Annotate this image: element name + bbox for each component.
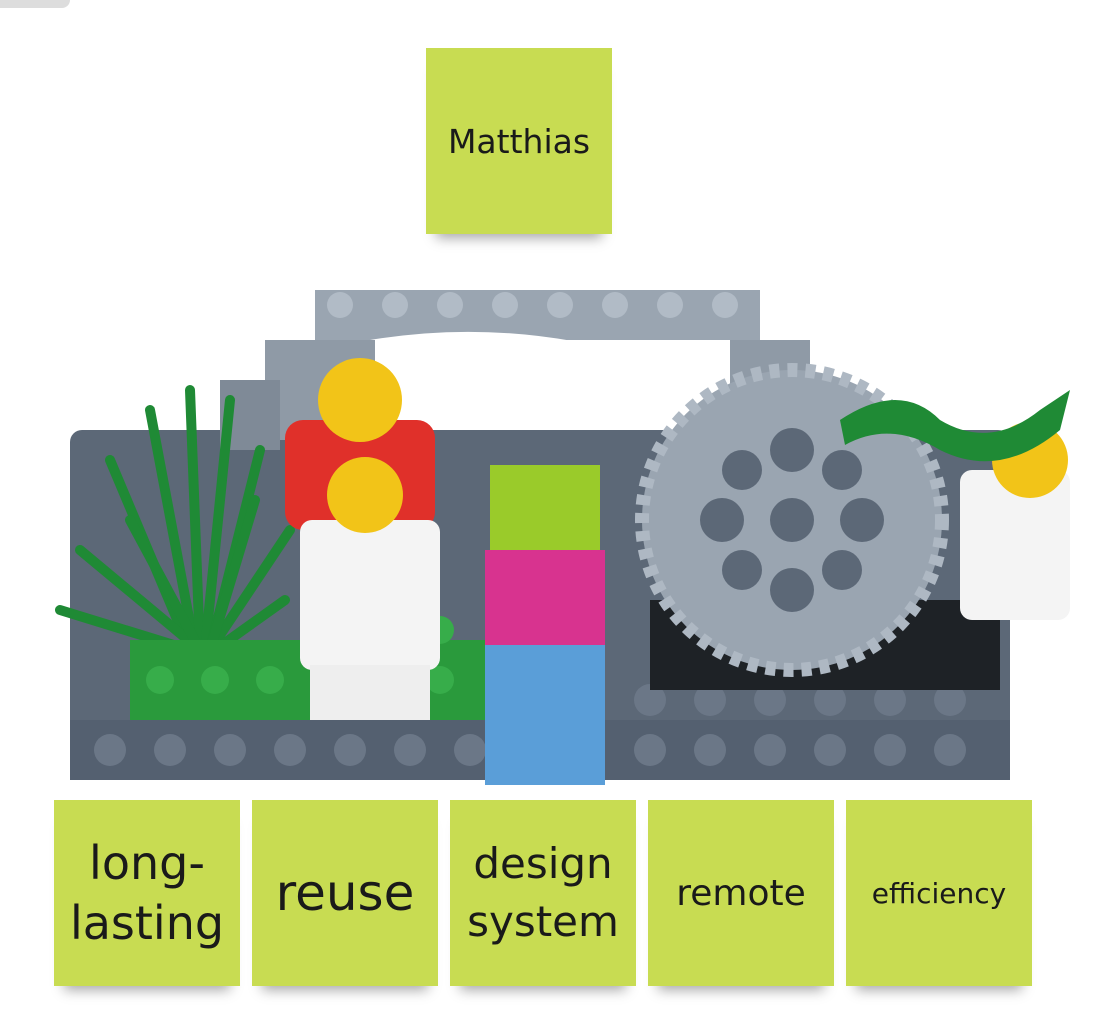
arch-opening <box>370 331 730 430</box>
note-text-line2: lasting <box>69 896 225 950</box>
sticky-note-efficiency: efficiency <box>846 800 1032 986</box>
note-text-line1: reuse <box>275 864 415 922</box>
sticky-note-long-lasting: long- lasting <box>54 800 240 986</box>
sticky-note-reuse: reuse <box>252 800 438 986</box>
note-name-text: Matthias <box>447 121 591 161</box>
corner-fragment <box>0 0 70 8</box>
red-minifig-head <box>318 358 402 442</box>
right-minifig-torso <box>960 470 1070 620</box>
white-minifig-head <box>327 457 403 533</box>
lime-brick <box>490 465 600 550</box>
arch-top <box>315 290 760 340</box>
sticky-note-name: Matthias <box>426 48 612 234</box>
magenta-brick <box>485 550 605 645</box>
note-text-line2: system <box>467 897 619 946</box>
grass-plant <box>55 385 295 655</box>
sticky-note-remote: remote <box>648 800 834 986</box>
blue-brick <box>485 645 605 785</box>
note-text-line1: efficiency <box>871 876 1007 910</box>
note-text-line1: remote <box>676 872 806 914</box>
white-minifig-legs <box>310 665 430 720</box>
note-text-line1: design <box>473 839 613 888</box>
flag-icon <box>840 390 1070 462</box>
sticky-note-design-system: design system <box>450 800 636 986</box>
base-studs <box>94 684 966 766</box>
lego-model <box>55 290 1070 785</box>
white-minifig-torso <box>300 520 440 670</box>
note-text-line1: long- <box>89 836 205 890</box>
